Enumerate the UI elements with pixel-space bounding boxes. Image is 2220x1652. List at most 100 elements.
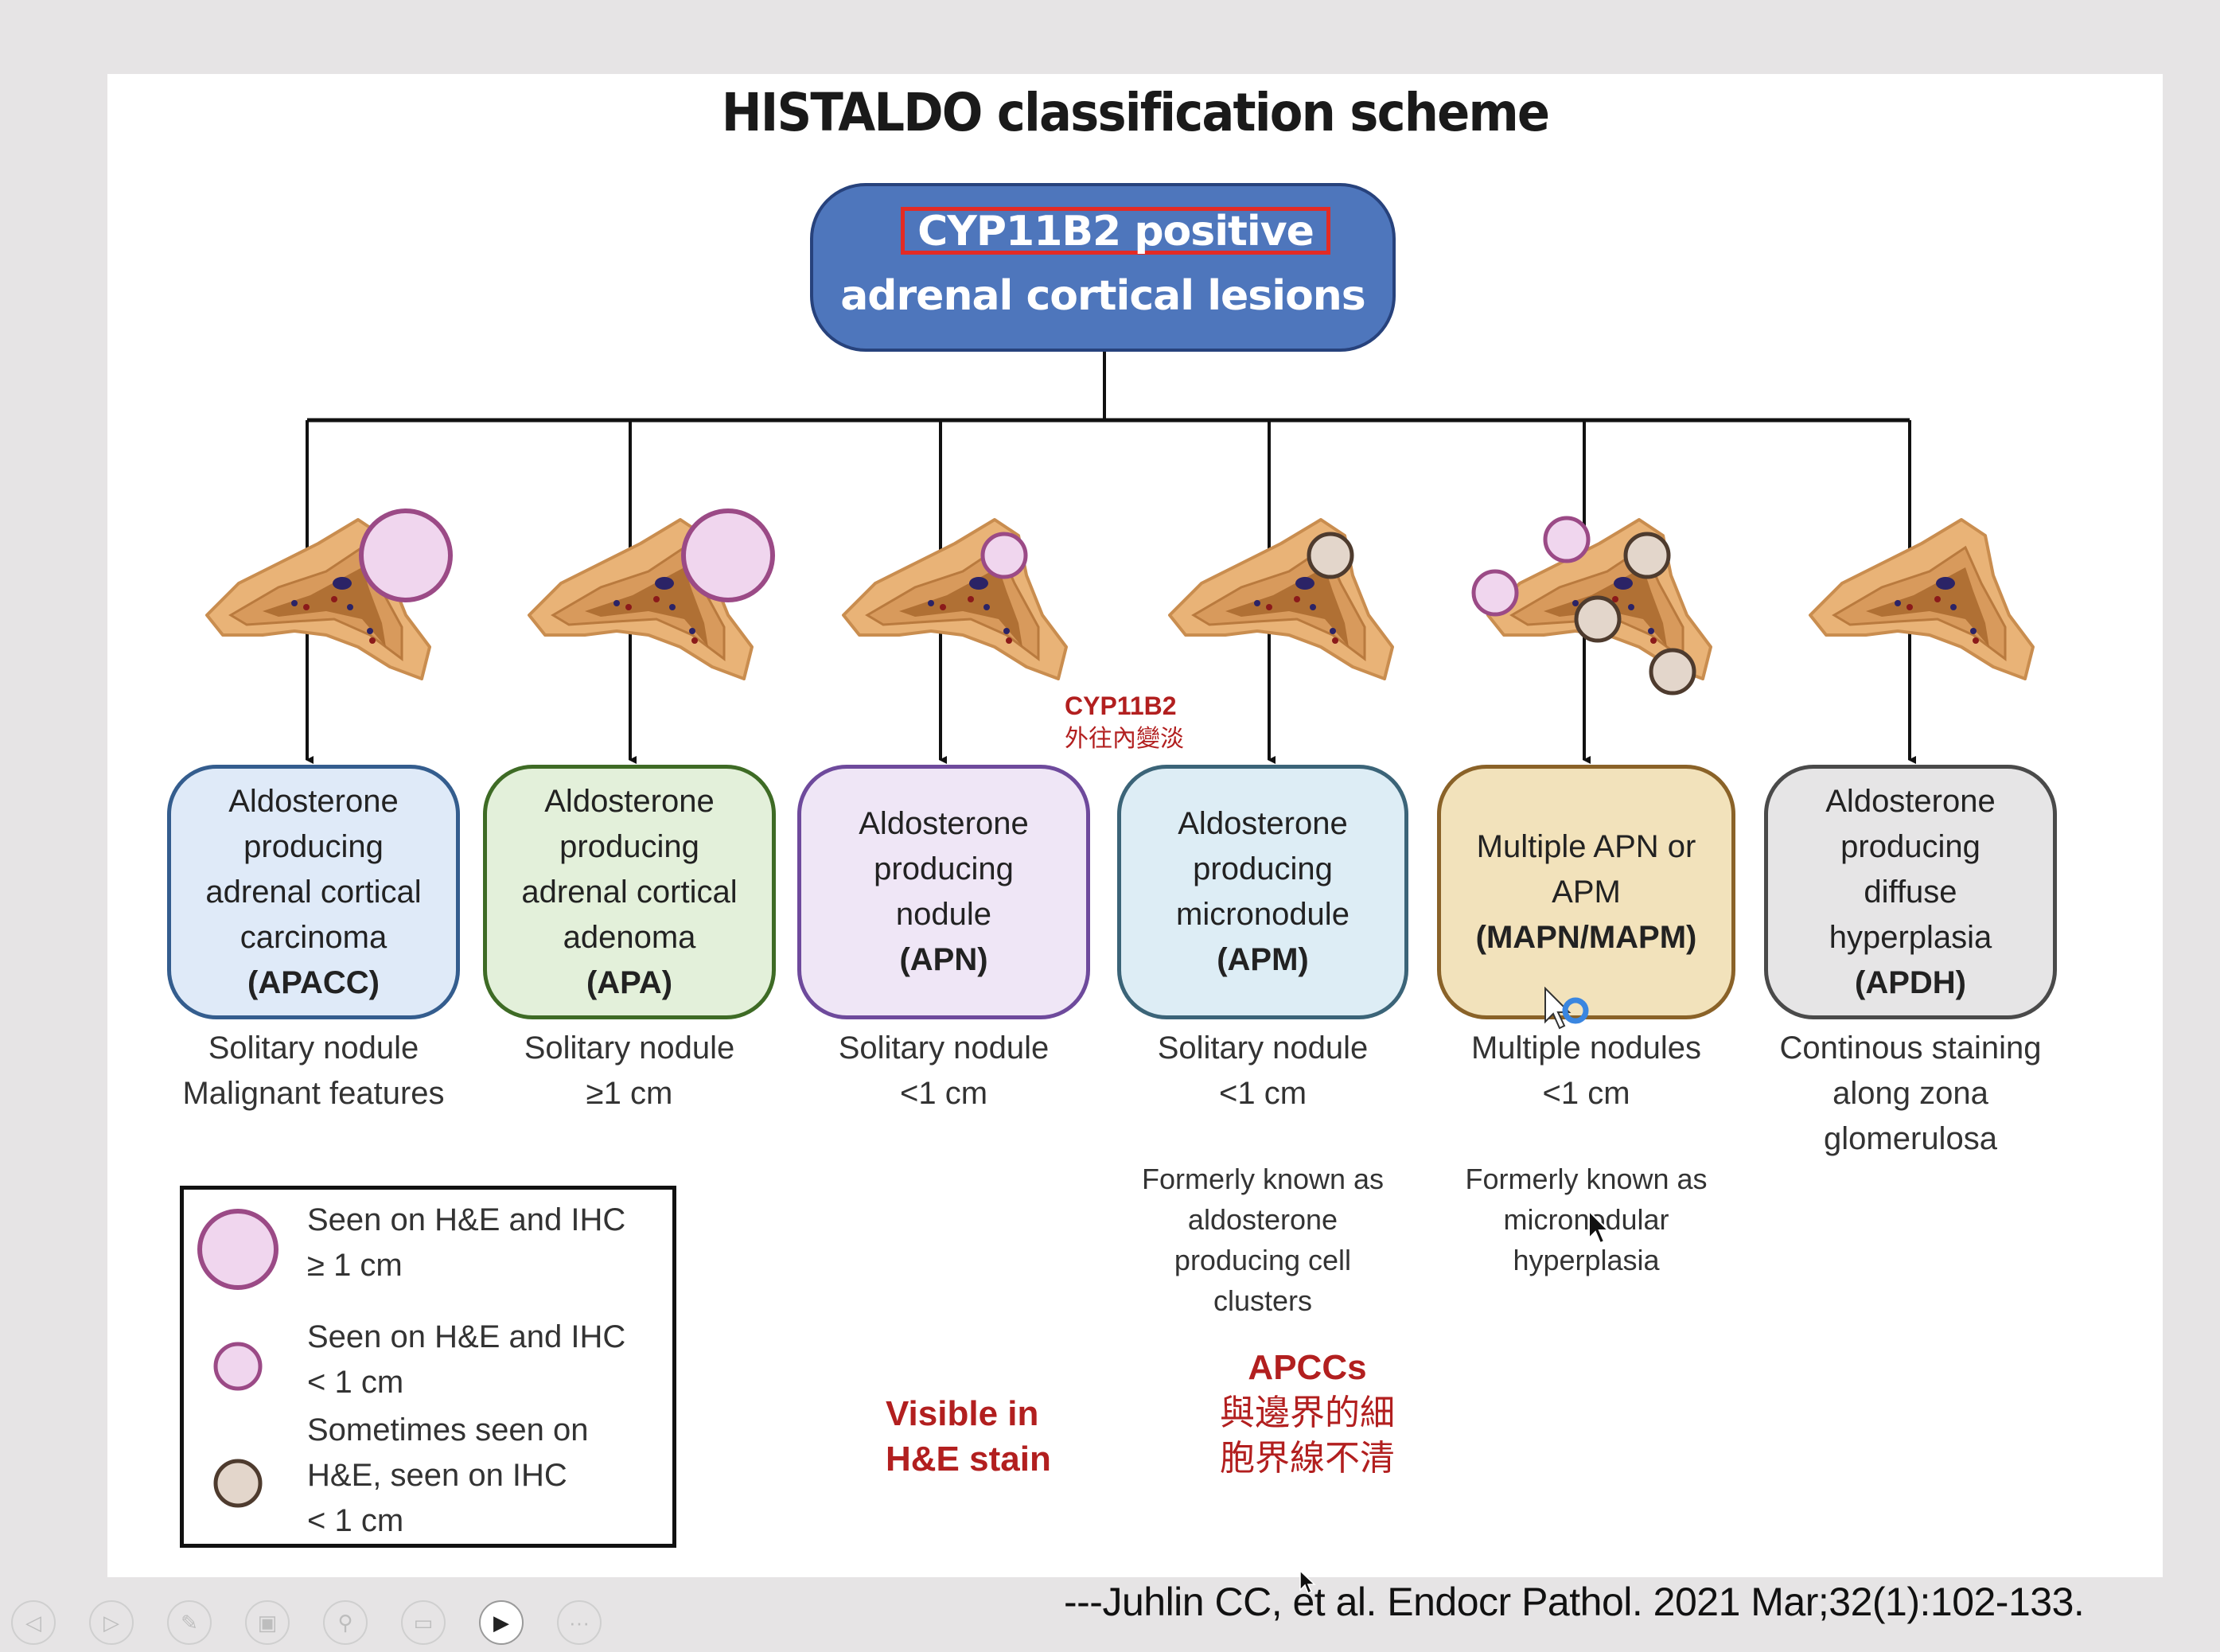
- category-name-line: producing: [1840, 828, 1980, 864]
- adrenal-gland-illustration: [1168, 518, 1394, 680]
- nodule-small-beige: [1649, 648, 1696, 695]
- category-description-line: Continous staining: [1779, 1031, 2042, 1066]
- adrenal-medulla: [1225, 567, 1349, 647]
- vessel: [367, 628, 373, 634]
- vessel: [940, 604, 946, 610]
- previous-icon: ◁: [25, 1610, 41, 1634]
- nodule-small-pink: [1543, 516, 1591, 563]
- zoom-icon: ⚲: [337, 1610, 353, 1634]
- more-button[interactable]: ···: [557, 1600, 602, 1645]
- vessel: [1934, 596, 1941, 602]
- category-name-line: producing: [559, 828, 699, 864]
- vessel: [1266, 604, 1272, 610]
- camera-icon: ▶: [493, 1610, 509, 1634]
- subtitles-icon: ▭: [413, 1610, 434, 1634]
- category-name-line: nodule: [895, 897, 992, 932]
- annotation-cyp11b2: CYP11B2 外往內變淡: [1065, 689, 1184, 756]
- category-name-line: adrenal cortical: [521, 874, 738, 910]
- subtitles-button[interactable]: ▭: [401, 1600, 446, 1645]
- adrenal-gland-illustration: [1809, 518, 2035, 680]
- note-line: producing cell: [1174, 1244, 1352, 1276]
- category-name-line: Aldosterone: [544, 783, 715, 819]
- annotation-visible-he: Visible in H&E stain: [886, 1391, 1051, 1482]
- category-abbreviation: (APDH): [1855, 964, 1966, 1000]
- category-description: Solitary nodule<1 cm: [773, 1026, 1114, 1116]
- annotation-visible-line2: H&E stain: [886, 1440, 1051, 1479]
- vessel: [1295, 577, 1314, 590]
- category-name-line: producing: [1193, 851, 1333, 886]
- adrenal-gland-illustration: [842, 518, 1068, 680]
- annotation-cyp11b2-note: 外往內變淡: [1065, 725, 1184, 753]
- small-beige-circle: [213, 1459, 263, 1508]
- vessel: [1648, 628, 1654, 634]
- previous-button[interactable]: ◁: [11, 1600, 56, 1645]
- vessel: [928, 600, 934, 606]
- vessel: [1973, 637, 1979, 644]
- category-name-line: APM: [1552, 874, 1621, 910]
- adrenal-gland-illustration: [1471, 516, 1712, 695]
- category-name-line: diffuse: [1864, 874, 1957, 910]
- vessel: [1006, 637, 1012, 644]
- category-name-line: adrenal cortical: [205, 874, 422, 910]
- annotation-apccs-line2: 與邊界的細: [1220, 1393, 1395, 1433]
- annotation-visible-line1: Visible in: [886, 1394, 1039, 1433]
- vessel: [1612, 596, 1618, 602]
- category-description-line: glomerulosa: [1824, 1121, 1997, 1156]
- vessel: [691, 637, 698, 644]
- legend-label-line: ≥ 1 cm: [307, 1248, 403, 1283]
- mouse-pointer-icon: [1588, 1210, 1610, 1245]
- vessel: [347, 604, 353, 610]
- category-description-line: Malignant features: [182, 1076, 445, 1111]
- slide-title: HISTALDO classification scheme: [721, 82, 1550, 143]
- category-description-line: <1 cm: [899, 1076, 988, 1111]
- category-name-line: micronodule: [1176, 897, 1350, 932]
- next-button[interactable]: ▷: [89, 1600, 134, 1645]
- next-icon: ▷: [103, 1610, 119, 1634]
- category-abbreviation: (APACC): [247, 964, 380, 1000]
- category-name-line: hyperplasia: [1829, 919, 1992, 955]
- category-abbreviation: (APA): [586, 964, 673, 1000]
- note-line: clusters: [1213, 1284, 1313, 1317]
- pen-icon: ✎: [181, 1610, 198, 1634]
- nodule-small-pink: [980, 532, 1028, 579]
- nodule-small-pink: [1471, 569, 1519, 617]
- nodule-large-pink: [681, 508, 775, 602]
- vessel: [1614, 577, 1633, 590]
- presentation-slide: HISTALDO classification scheme CYP11B2 p…: [107, 74, 2163, 1577]
- vessel: [1310, 604, 1316, 610]
- category-description-line: Multiple nodules: [1470, 1031, 1702, 1066]
- legend-label: Seen on H&E and IHC≥ 1 cm: [307, 1198, 625, 1288]
- vessel: [655, 577, 674, 590]
- zoom-button[interactable]: ⚲: [323, 1600, 368, 1645]
- legend-label-line: < 1 cm: [307, 1503, 404, 1538]
- vessel: [983, 604, 990, 610]
- pen-button[interactable]: ✎: [167, 1600, 212, 1645]
- legend-label-line: Seen on H&E and IHC: [307, 1319, 626, 1354]
- root-label: adrenal cortical lesions: [840, 272, 1366, 320]
- vessel: [669, 604, 676, 610]
- nodule-small-beige: [1307, 532, 1354, 579]
- legend-label-line: H&E, seen on IHC: [307, 1458, 567, 1493]
- adrenal-medulla: [1866, 567, 1989, 647]
- vessel: [1895, 600, 1901, 606]
- adrenal-illustrations: [205, 508, 2035, 695]
- camera-button[interactable]: ▶: [479, 1600, 524, 1645]
- legend-label: Seen on H&E and IHC< 1 cm: [307, 1315, 625, 1405]
- note-line: micronodular: [1503, 1203, 1669, 1236]
- small-pink-circle-icon: [213, 1342, 263, 1391]
- category-description-line: Solitary nodule: [524, 1031, 735, 1066]
- adrenal-medulla: [585, 567, 708, 647]
- note-line: Formerly known as: [1141, 1163, 1385, 1195]
- slides-grid-button[interactable]: ▣: [245, 1600, 290, 1645]
- category-name-line: Aldosterone: [859, 806, 1029, 841]
- vessel: [625, 604, 632, 610]
